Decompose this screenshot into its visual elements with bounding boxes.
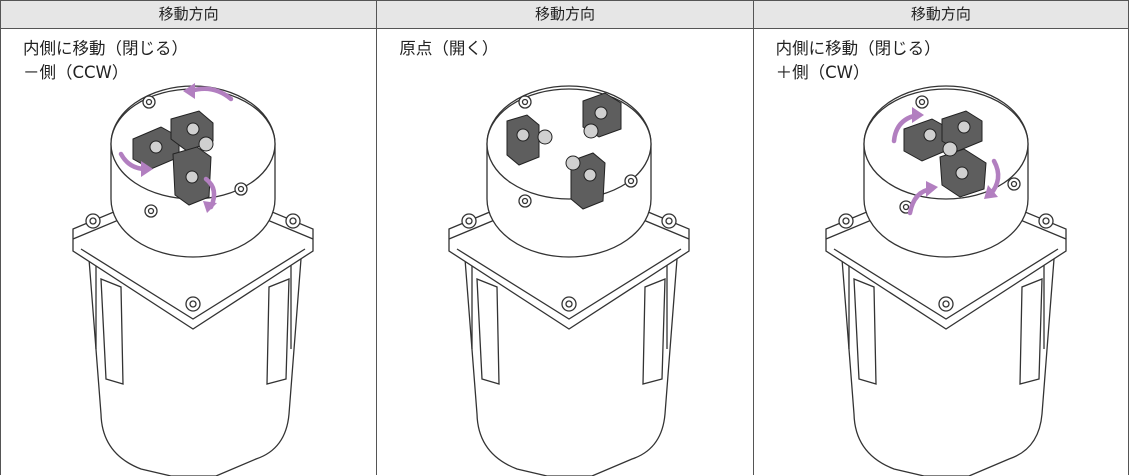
column-cw: 移動方向 <box>752 1 1128 476</box>
gripper-unit-illustration <box>754 29 1128 476</box>
gripper-unit-illustration <box>377 29 752 476</box>
column-origin: 移動方向 <box>376 1 753 476</box>
direction-line-1: 原点（開く） <box>399 39 499 58</box>
direction-label: 原点（開く） <box>399 37 498 61</box>
direction-label: 内側に移動（閉じる） －側（CCW） <box>23 37 188 85</box>
column-header: 移動方向 <box>1 1 377 29</box>
direction-line-2: ＋側（CW） <box>775 63 870 82</box>
direction-label: 内側に移動（閉じる） ＋側（CW） <box>776 37 941 85</box>
direction-line-2: －側（CCW） <box>23 63 129 82</box>
direction-line-1: 内側に移動（閉じる） <box>775 39 941 58</box>
direction-line-1: 内側に移動（閉じる） <box>23 39 188 58</box>
column-header: 移動方向 <box>377 1 753 29</box>
column-header: 移動方向 <box>753 1 1128 29</box>
column-ccw: 移動方向 <box>1 1 377 476</box>
gripper-unit-illustration <box>1 29 376 476</box>
